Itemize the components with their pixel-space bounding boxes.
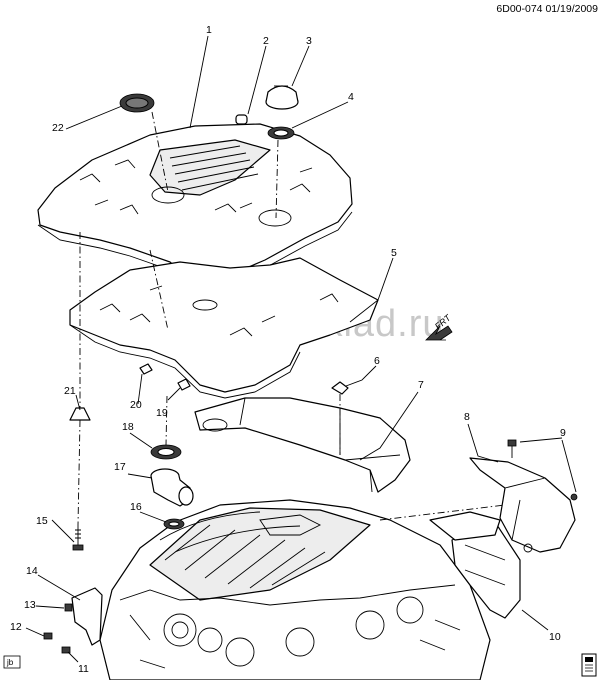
grommet-part-21 [69, 407, 91, 421]
callout-14: 14 [26, 565, 38, 577]
assembly-line [165, 395, 168, 446]
insulator-part-5 [69, 257, 379, 399]
callout-4: 4 [348, 91, 354, 103]
stud-part-15 [72, 525, 84, 551]
drawing-id-header: 6D00-074 01/19/2009 [496, 3, 598, 15]
callout-20: 20 [130, 399, 142, 411]
engine-cover-part-1 [37, 123, 353, 289]
callout-12: 12 [10, 621, 22, 633]
bolt-part-11 [61, 646, 71, 654]
clip-part-19 [177, 378, 191, 391]
view-reference-icon [581, 653, 597, 677]
bolt-part-9 [507, 439, 517, 458]
callout-11: 11 [78, 663, 89, 675]
corner-label: jb [6, 658, 14, 667]
assembly-line [77, 419, 81, 526]
bolt-part-13 [64, 603, 73, 612]
clip-part-6 [331, 381, 349, 395]
callout-1: 1 [206, 24, 212, 36]
callout-6: 6 [374, 355, 380, 367]
callout-5: 5 [391, 247, 397, 259]
assembly-line [379, 504, 506, 521]
fastener-part-9b [570, 493, 578, 501]
callout-7: 7 [418, 379, 424, 391]
callout-labels: 1 2 3 4 5 6 7 8 9 10 11 12 13 14 15 16 1… [10, 24, 566, 675]
callout-19: 19 [156, 407, 168, 419]
assembly-line [275, 139, 279, 219]
callout-15: 15 [36, 515, 48, 527]
bracket-part-8 [469, 457, 576, 553]
oil-filler-cap-part-3 [265, 85, 299, 110]
callout-10: 10 [549, 631, 561, 643]
intake-cover-part-7 [194, 397, 411, 493]
callout-13: 13 [24, 599, 36, 611]
emblem-part-22 [119, 93, 155, 113]
bracket-part-14 [71, 587, 103, 646]
callout-8: 8 [464, 411, 470, 423]
clip-part-20 [139, 363, 153, 375]
seal-part-18 [150, 444, 182, 460]
leader-lines [25, 35, 577, 663]
corner-label-box: jb [3, 655, 21, 669]
grommet-part-2 [235, 114, 248, 125]
callout-22: 22 [52, 122, 64, 134]
callout-18: 18 [122, 421, 134, 433]
callout-9: 9 [560, 427, 566, 439]
engine-assembly [99, 499, 491, 680]
side-cover-part-10 [429, 511, 521, 619]
callout-16: 16 [130, 501, 142, 513]
callout-3: 3 [306, 35, 312, 47]
callout-17: 17 [114, 461, 126, 473]
elbow-tube-part-17 [150, 468, 194, 507]
assembly-line [149, 249, 169, 331]
callout-21: 21 [64, 385, 76, 397]
bolt-part-12 [43, 632, 53, 640]
callout-2: 2 [263, 35, 269, 47]
seal-part-4 [267, 126, 295, 140]
